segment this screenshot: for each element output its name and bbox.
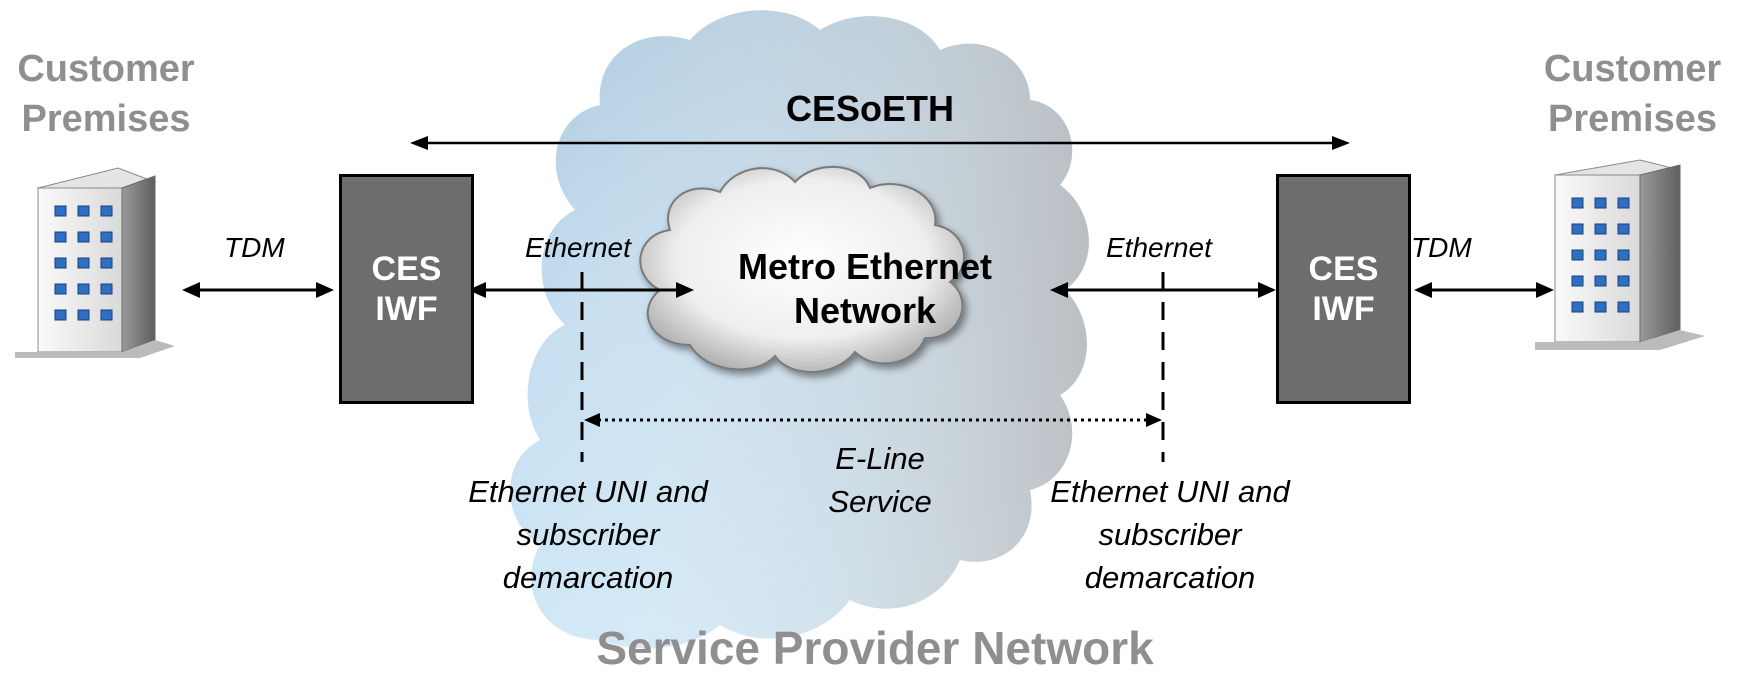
- left-customer-premises-label: Customer Premises: [17, 48, 195, 140]
- left-tdm-arrow: [182, 282, 334, 298]
- right-tdm-arrow: [1414, 282, 1554, 298]
- right-uni-demarcation-label: Ethernet UNI and subscriber demarcation: [1050, 474, 1290, 595]
- left-building-icon: [15, 167, 175, 358]
- left-ces-label: CES: [371, 250, 442, 288]
- left-uni-demarcation-label: Ethernet UNI and subscriber demarcation: [468, 474, 708, 595]
- service-provider-network-label: Service Provider Network: [596, 622, 1154, 674]
- right-ethernet-label: Ethernet: [1106, 232, 1212, 263]
- metro-ethernet-network-label: Metro Ethernet Network: [737, 246, 993, 331]
- left-tdm-label: TDM: [224, 232, 285, 263]
- right-building-icon: [1535, 159, 1705, 350]
- cesoeth-label: CESoETH: [785, 88, 954, 129]
- metro-ethernet-cloud: [639, 165, 966, 373]
- e-line-arrow: [584, 413, 1162, 427]
- cesoeth-arrow: [410, 136, 1350, 150]
- e-line-service-label: E-Line Service: [828, 441, 932, 519]
- left-iwf-label: IWF: [375, 290, 438, 328]
- right-tdm-label: TDM: [1411, 232, 1472, 263]
- right-iwf-label: IWF: [1312, 290, 1375, 328]
- right-ces-label: CES: [1308, 250, 1379, 288]
- left-ethernet-label: Ethernet: [525, 232, 631, 263]
- right-ces-iwf-box: CES IWF: [1276, 174, 1411, 404]
- left-ces-iwf-box: CES IWF: [339, 174, 474, 404]
- right-customer-premises-label: Customer Premises: [1543, 48, 1722, 140]
